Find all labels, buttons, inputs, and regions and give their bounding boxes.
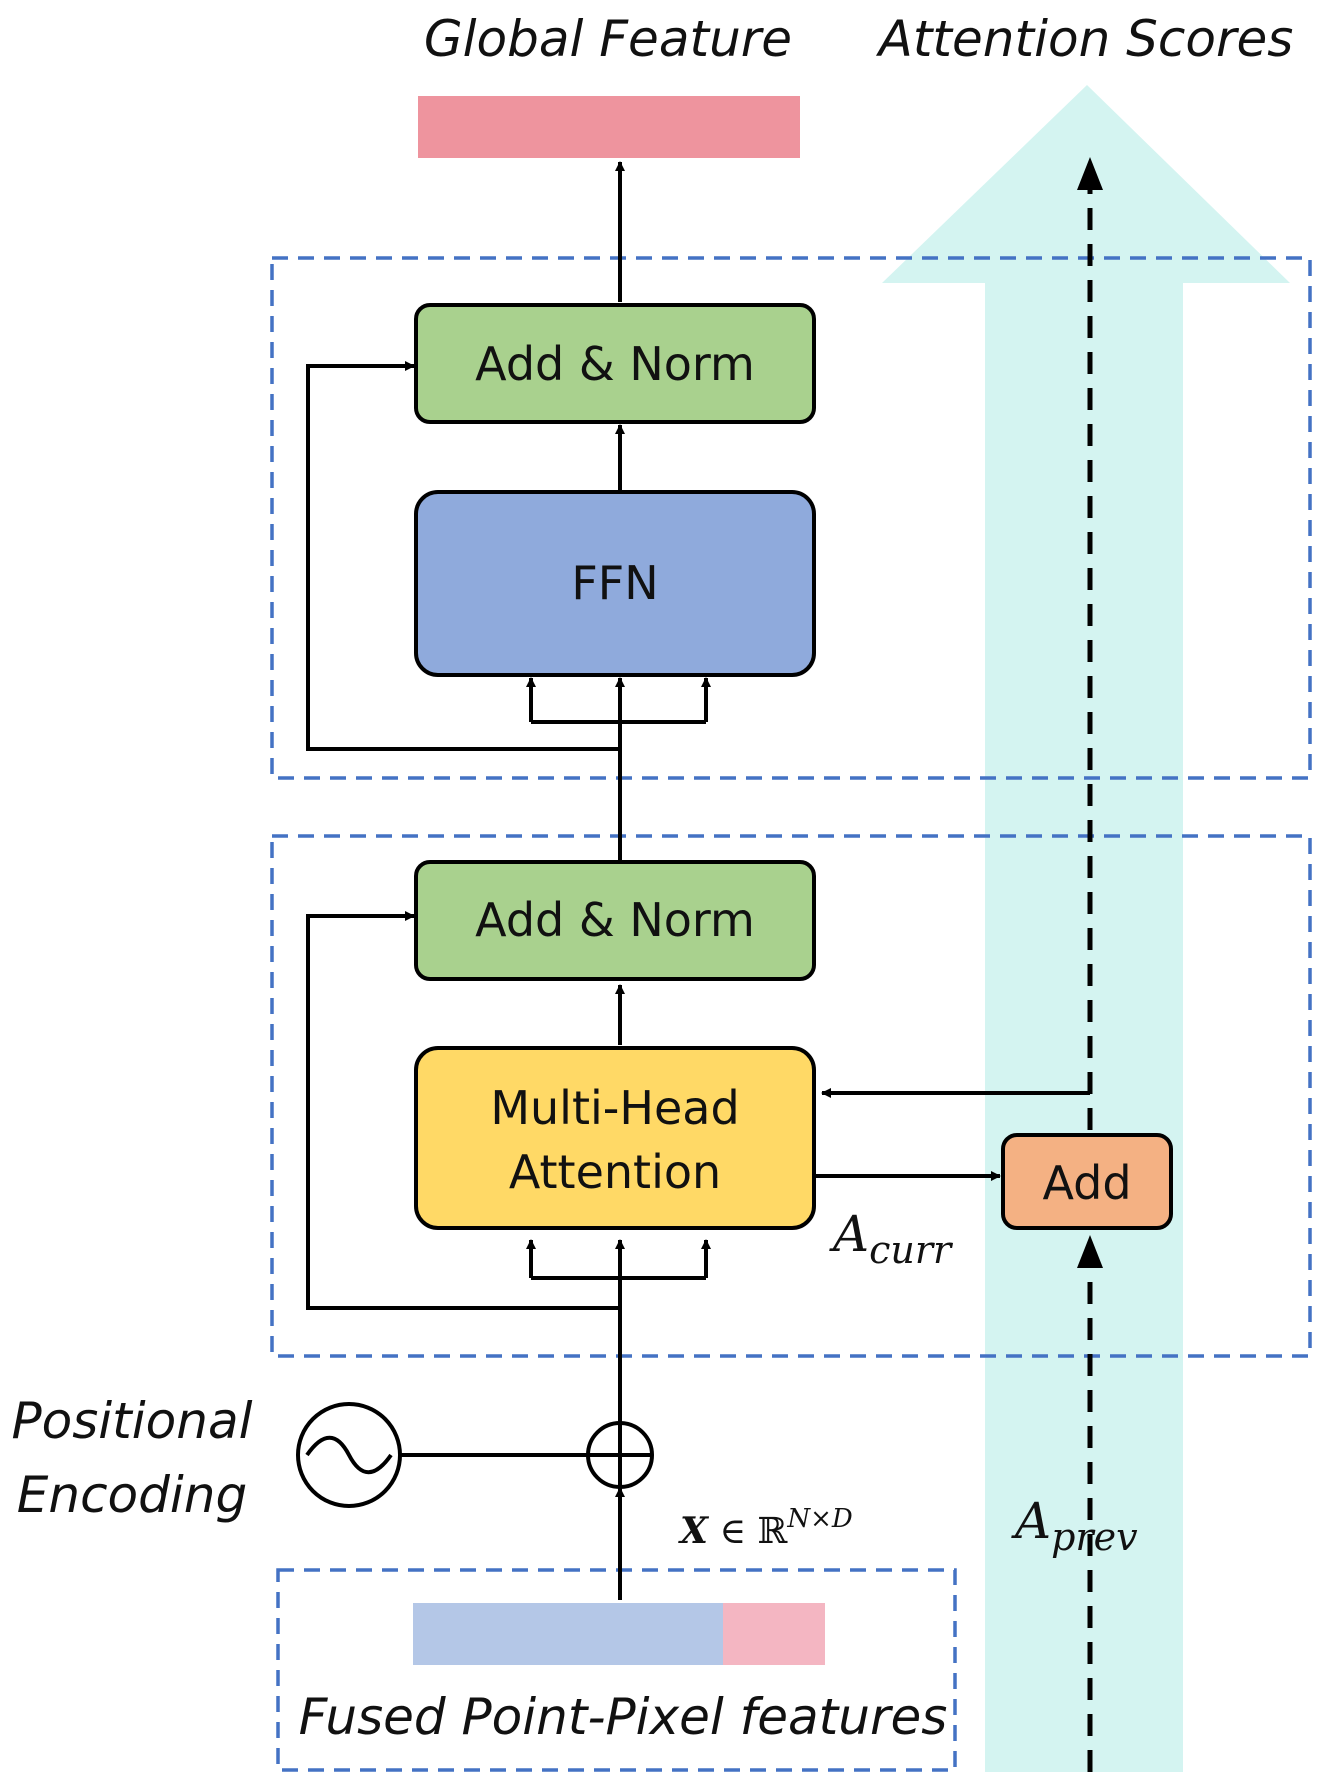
add-label: Add [1042, 1156, 1131, 1210]
positional-encoding-label-line1: Positional [12, 1392, 253, 1450]
fused-feature-bar-pixel [723, 1603, 825, 1665]
add-norm-bottom-label: Add & Norm [475, 893, 755, 947]
fused-features-label: Fused Point-Pixel features [299, 1688, 948, 1746]
global-feature-bar [418, 96, 800, 158]
fused-features-dashed-box [276, 1568, 957, 1772]
add-norm-bottom-box [414, 860, 816, 981]
positional-encoding-icon [296, 1402, 402, 1508]
global-feature-title: Global Feature [424, 10, 792, 68]
attention-prev-arrowhead [1077, 1235, 1103, 1268]
fused-feature-bar-point [413, 1603, 723, 1665]
ffn-box [414, 490, 816, 677]
add-norm-top-box [414, 303, 816, 424]
ffn-label: FFN [571, 556, 658, 610]
mha-label-line2: Attention [509, 1145, 721, 1199]
attention-scores-arrow [882, 85, 1290, 1772]
multi-head-attention-box [414, 1046, 816, 1230]
a-prev-label: Aprev [1011, 1492, 1138, 1559]
input-x-label: X ∈ ℝN×D [678, 1504, 853, 1552]
mha-label-line1: Multi-Head [490, 1081, 739, 1135]
a-curr-label: Acurr [829, 1205, 954, 1272]
add-norm-top-label: Add & Norm [475, 337, 755, 391]
add-box [1001, 1133, 1173, 1230]
attention-scores-title: Attention Scores [876, 10, 1294, 68]
positional-encoding-label-line2: Encoding [17, 1466, 247, 1524]
attention-out-arrowhead [1077, 157, 1103, 190]
sum-node-icon [586, 1421, 654, 1489]
